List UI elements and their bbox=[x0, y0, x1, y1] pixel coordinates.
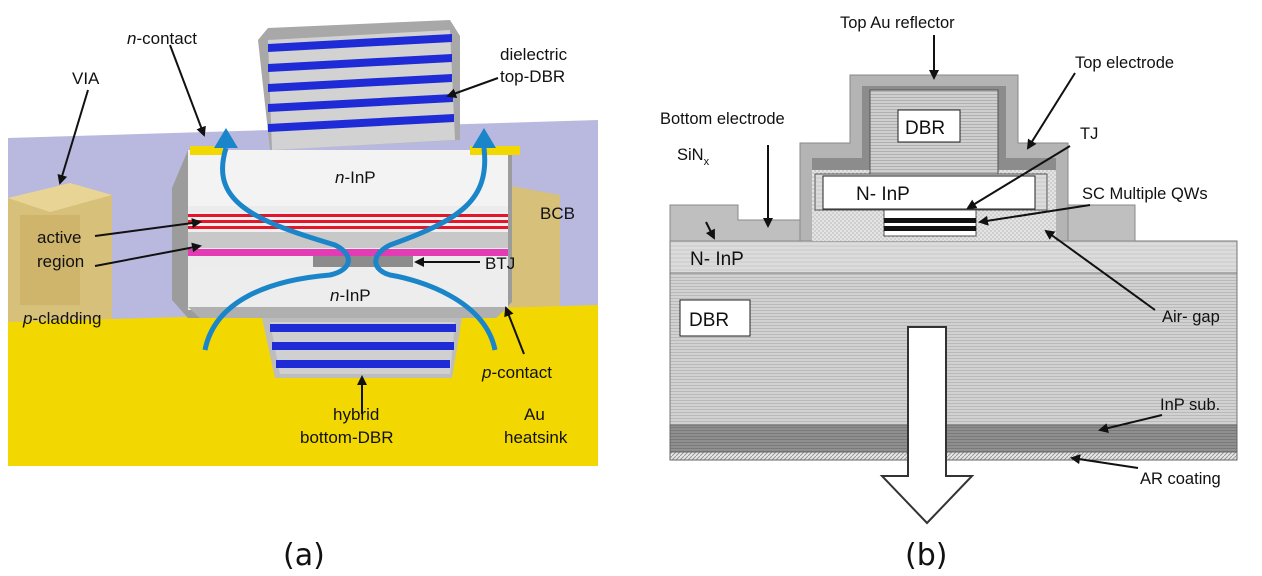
panel-b-leader-lines bbox=[705, 35, 1163, 469]
label-dbr-top: DBR bbox=[905, 118, 945, 139]
sinx-right bbox=[1067, 204, 1136, 242]
label-dbr-bottom: DBR bbox=[689, 310, 729, 331]
inp-substrate bbox=[669, 424, 1238, 453]
label-bcb: BCB bbox=[540, 204, 575, 223]
label-sc-multiple-qws: SC Multiple QWs bbox=[1082, 185, 1208, 203]
label-air-gap: Air- gap bbox=[1162, 308, 1220, 326]
label-bottom-dbr: bottom-DBR bbox=[300, 428, 394, 447]
label-au: Au bbox=[524, 405, 545, 424]
bottom-dbr-stack bbox=[262, 318, 462, 378]
box-n-inp-mesa bbox=[822, 175, 1036, 210]
bottom-dbr bbox=[669, 272, 1238, 426]
tj-layer bbox=[884, 218, 976, 223]
label-region: region bbox=[37, 252, 84, 271]
sinx-left bbox=[669, 204, 801, 242]
label-inp-sub: InP sub. bbox=[1160, 396, 1220, 414]
label-p-contact: p-contact bbox=[481, 363, 552, 382]
label-tj: TJ bbox=[1080, 125, 1098, 143]
top-dbr-stack bbox=[258, 20, 460, 150]
label-n-inp-top: n-InP bbox=[335, 168, 376, 187]
label-btj: BTJ bbox=[485, 254, 515, 273]
label-p-cladding: p-cladding bbox=[22, 309, 101, 328]
n-inp-layer bbox=[669, 240, 1238, 274]
label-n-contact: n-contact bbox=[127, 29, 197, 48]
label-dielectric: dielectric bbox=[500, 45, 568, 64]
p-cladding-layer bbox=[188, 232, 508, 248]
caption-a: (a) bbox=[283, 538, 325, 573]
label-sinx: SiNx bbox=[677, 146, 710, 168]
active-region-stripes bbox=[188, 214, 508, 229]
label-top-dbr: top-DBR bbox=[500, 67, 565, 86]
arrowhead-left bbox=[214, 128, 238, 148]
output-arrow bbox=[879, 326, 975, 525]
label-hybrid: hybrid bbox=[333, 405, 379, 424]
box-dbr-bottom bbox=[679, 299, 751, 337]
qw-layer bbox=[884, 226, 976, 231]
label-via: VIA bbox=[72, 69, 100, 88]
label-heatsink: heatsink bbox=[504, 428, 568, 447]
panel-a: n-contact dielectric top-DBR VIA n-InP B… bbox=[8, 0, 598, 573]
panel-a-leader-lines bbox=[57, 44, 525, 414]
label-ar-coating: AR coating bbox=[1140, 470, 1221, 488]
btj-block bbox=[313, 256, 413, 267]
label-top-electrode: Top electrode bbox=[1075, 54, 1174, 72]
label-n-inp-bottom: n-InP bbox=[330, 286, 371, 305]
label-bottom-electrode: Bottom electrode bbox=[660, 110, 785, 128]
n-contact-pad-right bbox=[470, 146, 520, 155]
via-block-right bbox=[505, 185, 560, 322]
label-top-au-reflector: Top Au reflector bbox=[840, 14, 955, 32]
panel-b: DBR N- InP DBR Top Au reflector Top elec… bbox=[660, 14, 1238, 573]
arrowhead-right bbox=[472, 128, 496, 148]
ar-coating-layer bbox=[669, 451, 1238, 461]
label-n-inp-mesa: N- InP bbox=[856, 184, 910, 205]
caption-b: (b) bbox=[905, 538, 947, 573]
n-contact-pad-left bbox=[190, 146, 224, 155]
label-n-inp-layer: N- InP bbox=[690, 249, 744, 270]
current-flow-arrows bbox=[202, 147, 498, 351]
box-dbr-top bbox=[897, 109, 961, 143]
label-active: active bbox=[37, 228, 81, 247]
